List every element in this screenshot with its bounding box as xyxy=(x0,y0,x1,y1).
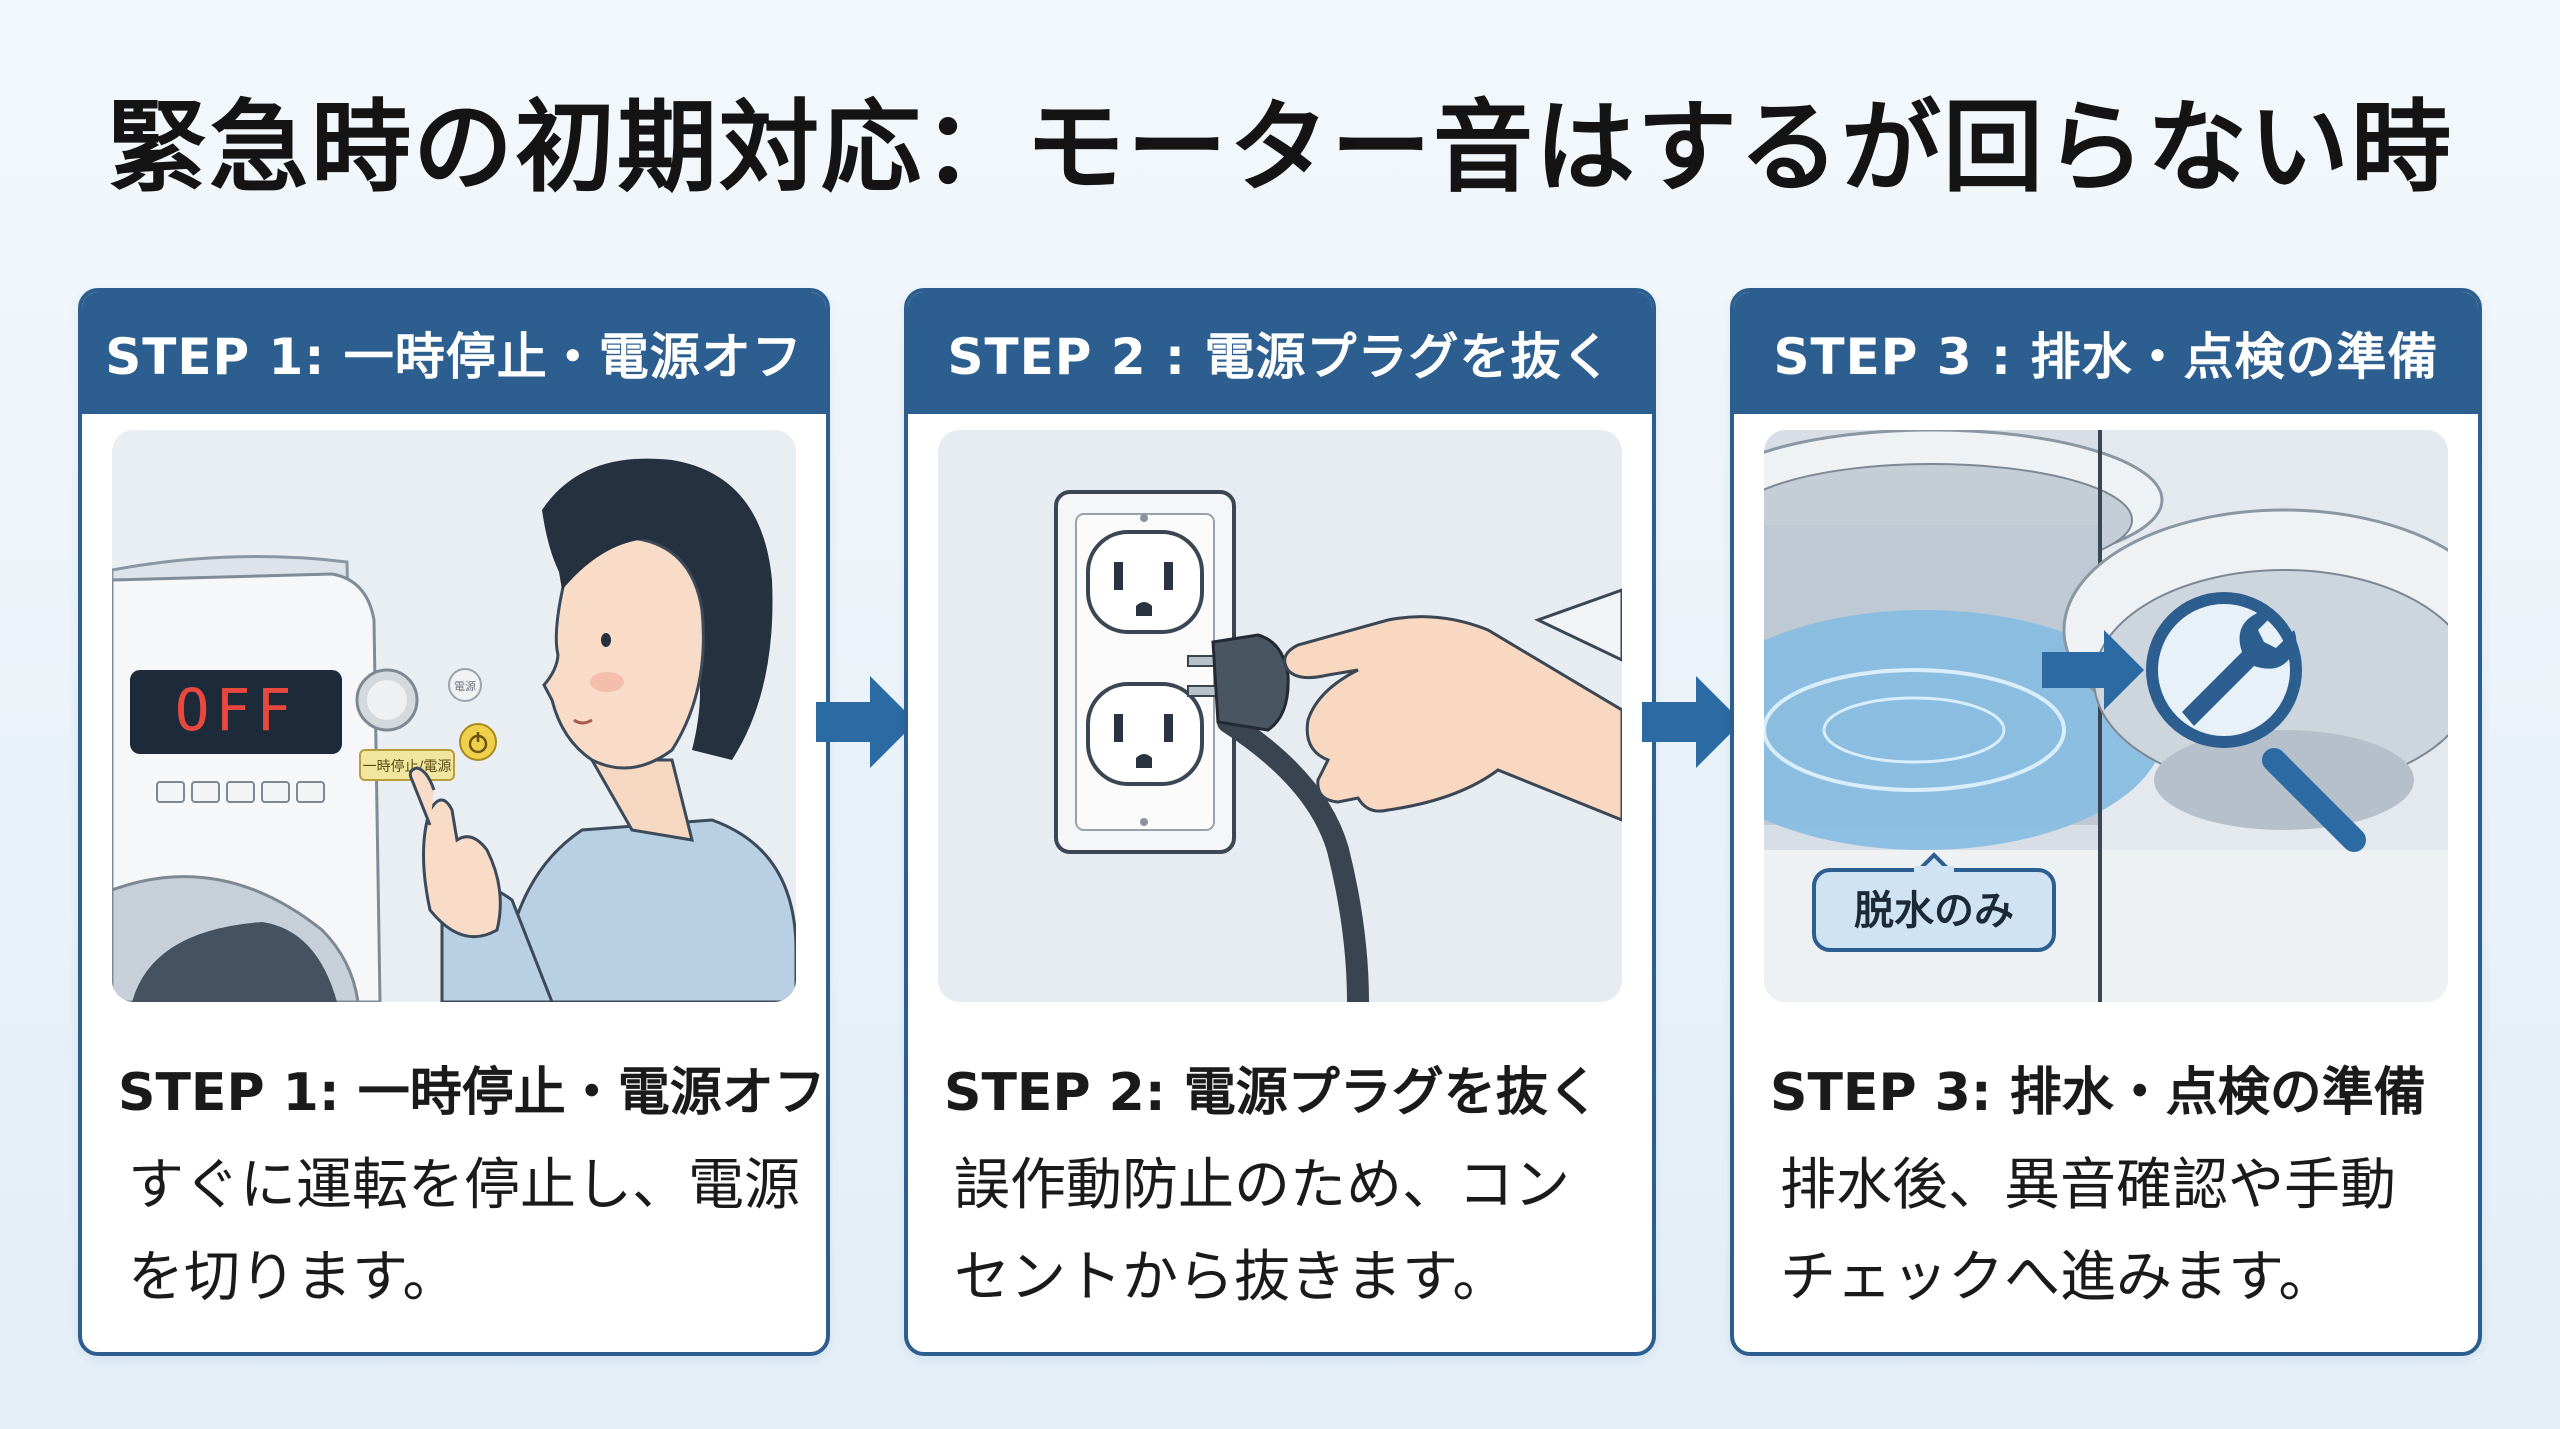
callout-bubble xyxy=(1812,852,2056,952)
callout-label: 脱水のみ xyxy=(1854,888,2014,934)
step-3-illustration: 脱水のみ xyxy=(1764,430,2448,1002)
power-icon xyxy=(459,723,497,761)
right-arrow-icon xyxy=(816,676,916,768)
display-readout: OFF xyxy=(175,676,298,744)
step-1-card: STEP 1: 一時停止・電源オフ 電源 xyxy=(78,288,830,1356)
step-1-header: STEP 1: 一時停止・電源オフ xyxy=(82,292,826,414)
washing-machine-icon: 電源 一時停止/電源 xyxy=(112,555,497,1002)
plug-icon xyxy=(1187,633,1369,1002)
step-3-card: STEP 3 : 排水・点検の準備 xyxy=(1730,288,2482,1356)
panel-label: 電源 xyxy=(454,679,476,693)
step-3-subtitle: STEP 3: 排水・点検の準備 xyxy=(1770,1063,2426,1123)
outlet-icon xyxy=(1054,490,1236,854)
woman-figure xyxy=(408,458,796,1002)
step-1-description: すぐに運転を停止し、電源 を切ります。 xyxy=(128,1153,800,1310)
right-arrow-icon xyxy=(1642,676,1742,768)
step-2-header: STEP 2 : 電源プラグを抜く xyxy=(908,292,1652,414)
right-arrow-icon xyxy=(2042,630,2144,710)
step-1-subtitle: STEP 1: 一時停止・電源オフ xyxy=(118,1063,826,1123)
step-3-header: STEP 3 : 排水・点検の準備 xyxy=(1734,292,2478,414)
step-3-description: 排水後、異音確認や手動 チェックへ進みます。 xyxy=(1780,1153,2396,1310)
step-2-subtitle: STEP 2: 電源プラグを抜く xyxy=(944,1063,1600,1123)
wrench-icon xyxy=(2182,610,2297,726)
step-2-description: 誤作動防止のため、コン セントから抜きます。 xyxy=(954,1153,1570,1310)
pause-power-button-label: 一時停止/電源 xyxy=(363,758,452,775)
step-2-card: STEP 2 : 電源プラグを抜く xyxy=(904,288,1656,1356)
page-title: 緊急時の初期対応：モーター音はするが回らない時 xyxy=(107,89,2453,206)
step-1-illustration: 電源 一時停止/電源 OFF xyxy=(112,430,796,1002)
hand-figure xyxy=(1283,588,1622,822)
step-2-illustration xyxy=(938,430,1622,1002)
